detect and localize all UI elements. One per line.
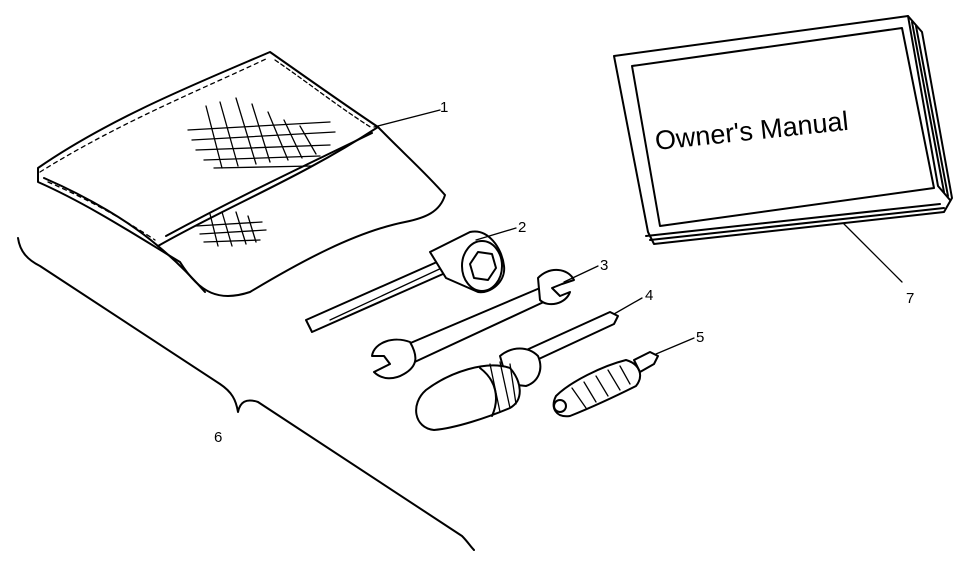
tool-pouch [37,51,446,297]
callout-2: 2 [518,219,526,236]
leader-line-4 [613,297,643,315]
owners-manual: Owner's Manual [613,15,953,245]
leader-line-3 [563,265,599,283]
screwdriver [415,311,619,431]
leader-lines [373,109,903,355]
callout-labels: 1 2 3 4 5 6 7 [214,99,914,446]
callout-6: 6 [214,429,222,446]
pouch-texture-bottom [195,211,267,247]
screwdriver-bit [552,351,659,418]
spark-plug-wrench [305,230,506,333]
leader-line-7 [843,223,903,283]
callout-5: 5 [696,329,704,346]
open-end-wrench [371,269,575,380]
leader-line-2 [475,227,517,241]
callout-4: 4 [645,287,653,304]
callout-7: 7 [906,290,914,307]
leader-line-1 [373,109,441,128]
pouch-texture-top [187,97,336,169]
tool-kit-bracket [17,237,475,551]
callout-1: 1 [440,99,448,116]
callout-3: 3 [600,257,608,274]
leader-line-5 [655,337,695,355]
